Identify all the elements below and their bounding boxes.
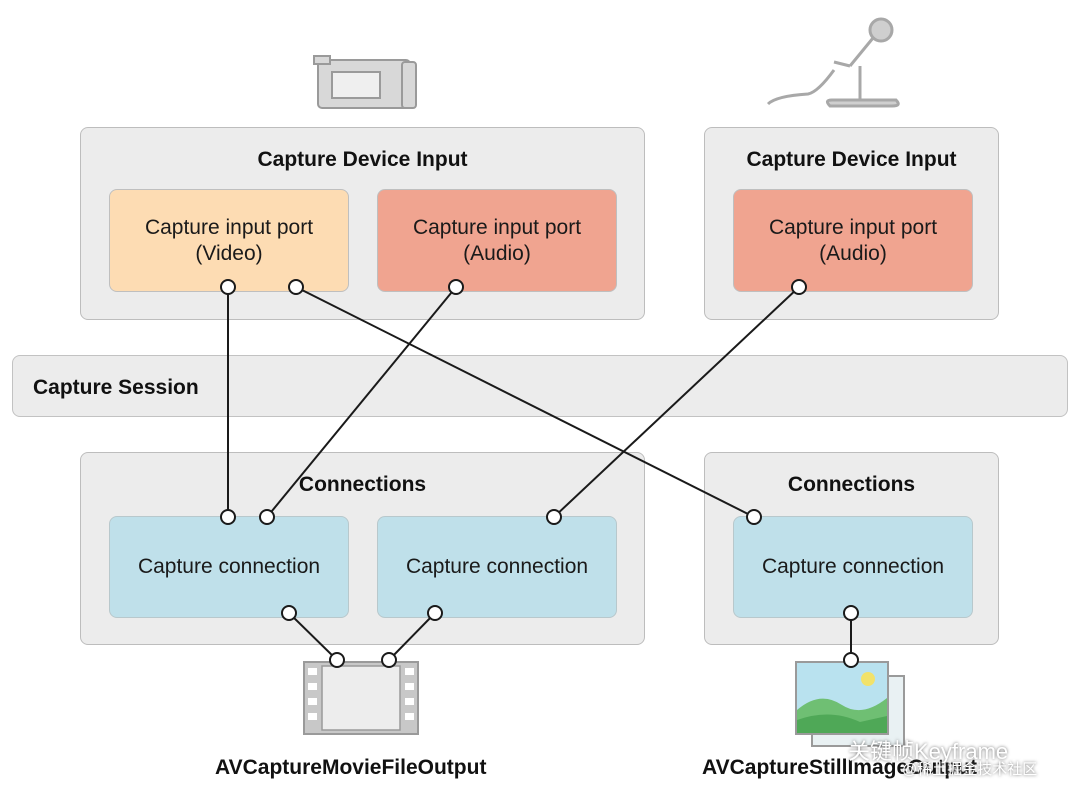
connector-line: [288, 612, 338, 661]
connector-line: [295, 286, 755, 518]
still-image-output-label: AVCaptureStillImageOutput: [702, 756, 977, 779]
film-strip-icon: [303, 661, 419, 735]
port-label: Capture input port: [412, 215, 582, 239]
port-connector: [329, 652, 345, 668]
port-connector: [546, 509, 562, 525]
device-input-title: Capture Device Input: [257, 148, 468, 171]
capture-device-input-video: Capture Device Input Capture input port …: [80, 127, 645, 320]
port-connector: [259, 509, 275, 525]
connections-group-still: Connections Capture connection: [704, 452, 999, 645]
capture-session: Capture Session: [12, 355, 1068, 417]
port-connector: [281, 605, 297, 621]
port-label: Capture input port: [144, 215, 314, 239]
port-connector: [427, 605, 443, 621]
input-port-video: Capture input port (Video): [109, 189, 349, 292]
connections-group-movie: Connections Capture connection Capture c…: [80, 452, 645, 645]
watermark-title: 关键帧Keyframe: [848, 739, 1009, 764]
image-icon: [795, 661, 905, 747]
port-connector: [448, 279, 464, 295]
port-connector: [791, 279, 807, 295]
input-port-audio: Capture input port (Audio): [733, 189, 973, 292]
watermark-subtitle: @稀土掘金技术社区: [902, 761, 1038, 778]
connector-line: [553, 286, 800, 518]
port-connector: [220, 279, 236, 295]
port-connector: [220, 509, 236, 525]
port-connector: [288, 279, 304, 295]
device-input-title: Capture Device Input: [746, 148, 957, 171]
capture-connection: Capture connection: [377, 516, 617, 618]
connector-line: [266, 286, 457, 518]
port-type: (Audio): [819, 241, 887, 265]
connections-title: Connections: [298, 473, 427, 496]
movie-file-output-label: AVCaptureMovieFileOutput: [215, 756, 487, 779]
capture-session-label: Capture Session: [33, 376, 199, 399]
port-connector: [843, 605, 859, 621]
microphone-icon: [766, 17, 900, 108]
connector-line: [388, 612, 436, 661]
port-label: Capture input port: [768, 215, 938, 239]
port-connector: [843, 652, 859, 668]
port-connector: [746, 509, 762, 525]
capture-device-input-audio: Capture Device Input Capture input port …: [704, 127, 999, 320]
port-connector: [381, 652, 397, 668]
capture-connection: Capture connection: [733, 516, 973, 618]
port-type: (Video): [195, 241, 263, 265]
capture-connection: Capture connection: [109, 516, 349, 618]
port-type: (Audio): [463, 241, 531, 265]
connections-title: Connections: [787, 473, 916, 496]
input-port-audio: Capture input port (Audio): [377, 189, 617, 292]
video-camera-icon: [313, 55, 417, 109]
